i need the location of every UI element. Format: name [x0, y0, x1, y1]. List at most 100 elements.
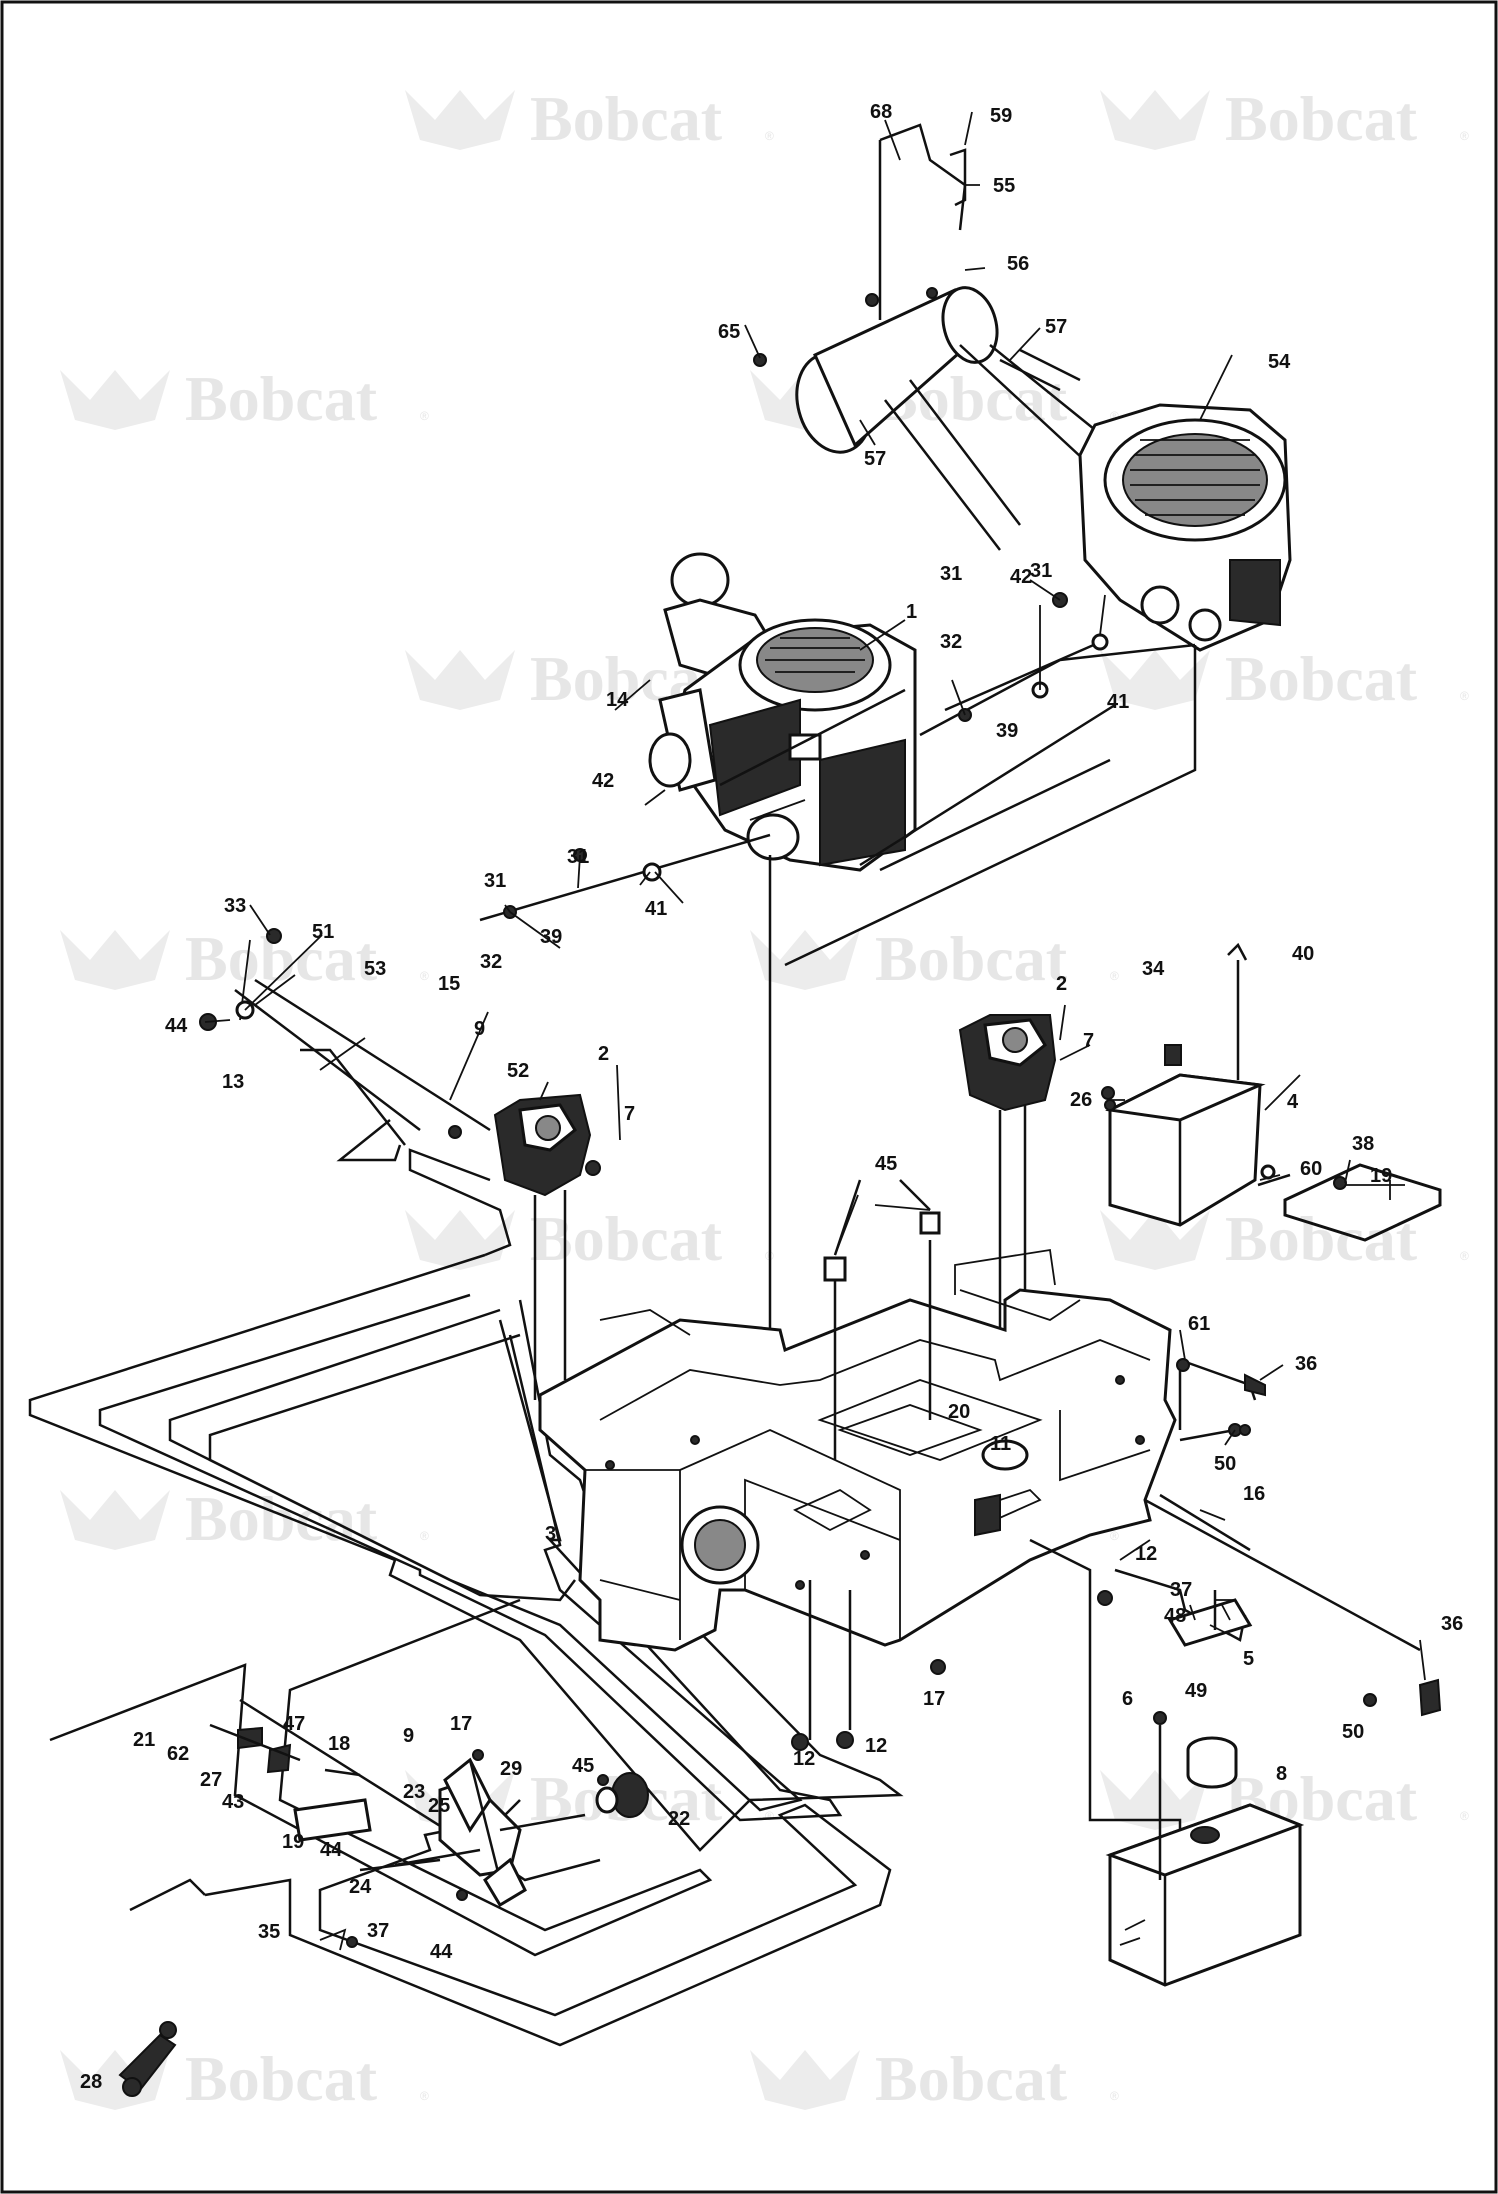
bobcat-logo-icon	[405, 90, 515, 150]
callout-number: 53	[364, 958, 386, 980]
bobcat-watermark: Bobcat®	[1100, 643, 1469, 714]
bobcat-logo-icon	[60, 2050, 170, 2110]
callout-number: 43	[222, 1791, 244, 1813]
hardware-fasteners	[199, 353, 1377, 1948]
bobcat-watermark: Bobcat ®	[1100, 1203, 1469, 1274]
callout-number: 44	[320, 1839, 343, 1861]
callout-number: 12	[1135, 1543, 1157, 1565]
watermark-registered-mark: ®	[1110, 1529, 1119, 1543]
callout-number: 22	[668, 1808, 690, 1830]
engine-center	[648, 552, 1196, 1450]
callout-number: 6	[1122, 1688, 1133, 1710]
callout-number: 26	[1070, 1089, 1092, 1111]
bobcat-watermark: Bobcat ®	[1100, 83, 1469, 154]
engine-upper-right	[784, 403, 1292, 967]
callout-number: 35	[258, 1921, 280, 1943]
bobcat-logo-icon	[60, 370, 170, 430]
callout-number: 20	[948, 1401, 970, 1423]
callout-number: 37	[1170, 1579, 1192, 1601]
callout-number: 41	[1107, 691, 1129, 713]
bobcat-logo-icon	[1100, 650, 1210, 710]
bobcat-watermark: Bobcat ®	[60, 363, 429, 434]
bobcat-watermark: Bobcat ®	[750, 2043, 1119, 2114]
bobcat-logo-icon	[1100, 90, 1210, 150]
throttle-cables	[234, 638, 1106, 1162]
callout-number: 48	[1164, 1605, 1186, 1627]
callout-number: 40	[1292, 943, 1314, 965]
callout-number: 15	[438, 973, 460, 995]
callout-number: 41	[645, 898, 667, 920]
watermark-registered-mark: ®	[1460, 1809, 1469, 1823]
callout-number: 56	[1007, 253, 1029, 275]
callout-number: 49	[1185, 1680, 1207, 1702]
watermark-registered-mark: ®	[1110, 969, 1119, 983]
callout-number: 57	[864, 448, 886, 470]
callout-number: 68	[870, 101, 892, 123]
callout-number: 25	[428, 1795, 450, 1817]
watermark-registered-mark: ®	[1110, 2089, 1119, 2103]
callout-number: 16	[1243, 1483, 1265, 1505]
callout-number: 13	[222, 1071, 244, 1093]
watermark-brand-text: Bobcat	[185, 2043, 378, 2114]
callout-number: 42	[1010, 566, 1032, 588]
callout-number: 31	[1030, 560, 1052, 582]
fuel-tank-assembly	[1105, 1725, 1305, 1987]
watermark-registered-mark: ®	[1460, 129, 1469, 143]
callout-number: 5	[1243, 1648, 1254, 1670]
watermark-registered-mark: ®	[1460, 1249, 1469, 1263]
bracket-plate	[1167, 1373, 1442, 1717]
callout-number: 31	[484, 870, 506, 892]
callout-number: 65	[718, 321, 740, 343]
watermark-brand-text: Bobcat	[185, 1483, 378, 1554]
callout-number: 50	[1342, 1721, 1364, 1743]
watermark-brand-text: Bobcat	[530, 1203, 723, 1274]
callout-number: 19	[282, 1831, 304, 1853]
callout-number: 52	[507, 1060, 529, 1082]
callout-number: 51	[312, 921, 334, 943]
main-frame-chassis	[538, 1179, 1421, 1880]
watermark-brand-text: Bobcat	[185, 363, 378, 434]
watermark-registered-mark: ®	[420, 409, 429, 423]
callout-number: 7	[624, 1103, 635, 1125]
callout-number: 33	[224, 895, 246, 917]
callout-number: 19	[1370, 1165, 1392, 1187]
battery-assembly	[1105, 942, 1442, 1242]
exhaust-muffler-assembly	[795, 123, 1121, 551]
callout-number: 45	[572, 1755, 594, 1777]
watermark-brand-text: Bobcat	[1225, 83, 1418, 154]
steering-control-linkage	[118, 1723, 649, 2097]
watermark-registered-mark: ®	[765, 1809, 774, 1823]
callout-number: 59	[990, 105, 1012, 127]
callout-number: 2	[1056, 973, 1067, 995]
watermark-brand-text: Bobcat	[1225, 1203, 1418, 1274]
watermark-brand-text: Bobcat	[1225, 643, 1418, 714]
bobcat-logo-icon	[750, 930, 860, 990]
watermark-brand-text: Bobcat	[530, 83, 723, 154]
bobcat-watermark: Bobcat ®	[60, 2043, 429, 2114]
callout-number: 32	[940, 631, 962, 653]
callout-number: 32	[480, 951, 502, 973]
callout-leader-lines	[204, 111, 1426, 1681]
callout-number: 31	[940, 563, 962, 585]
watermark-brand-text: Bobcat	[875, 923, 1068, 994]
watermark-brand-text: Bobcat	[875, 2043, 1068, 2114]
watermark-registered-mark: ®	[420, 1529, 429, 1543]
watermark-registered-mark: ®	[420, 969, 429, 983]
callout-number: 45	[875, 1153, 897, 1175]
callout-number: 27	[200, 1769, 222, 1791]
bobcat-logo-icon	[750, 2050, 860, 2110]
bobcat-logo-icon	[405, 1210, 515, 1270]
callout-number: 38	[1352, 1133, 1374, 1155]
callout-number: 1	[906, 601, 917, 623]
watermark-registered-mark: ®	[420, 2089, 429, 2103]
callout-number: 62	[167, 1743, 189, 1765]
callout-number: 44	[165, 1015, 188, 1037]
callout-number: 39	[540, 926, 562, 948]
callout-number: 18	[328, 1733, 350, 1755]
callout-number: 42	[592, 770, 614, 792]
bobcat-watermark: Bobcat ®	[60, 1483, 429, 1554]
callout-number: 34	[1142, 958, 1165, 980]
callout-number: 31	[567, 846, 589, 868]
callout-number: 44	[430, 1941, 453, 1963]
